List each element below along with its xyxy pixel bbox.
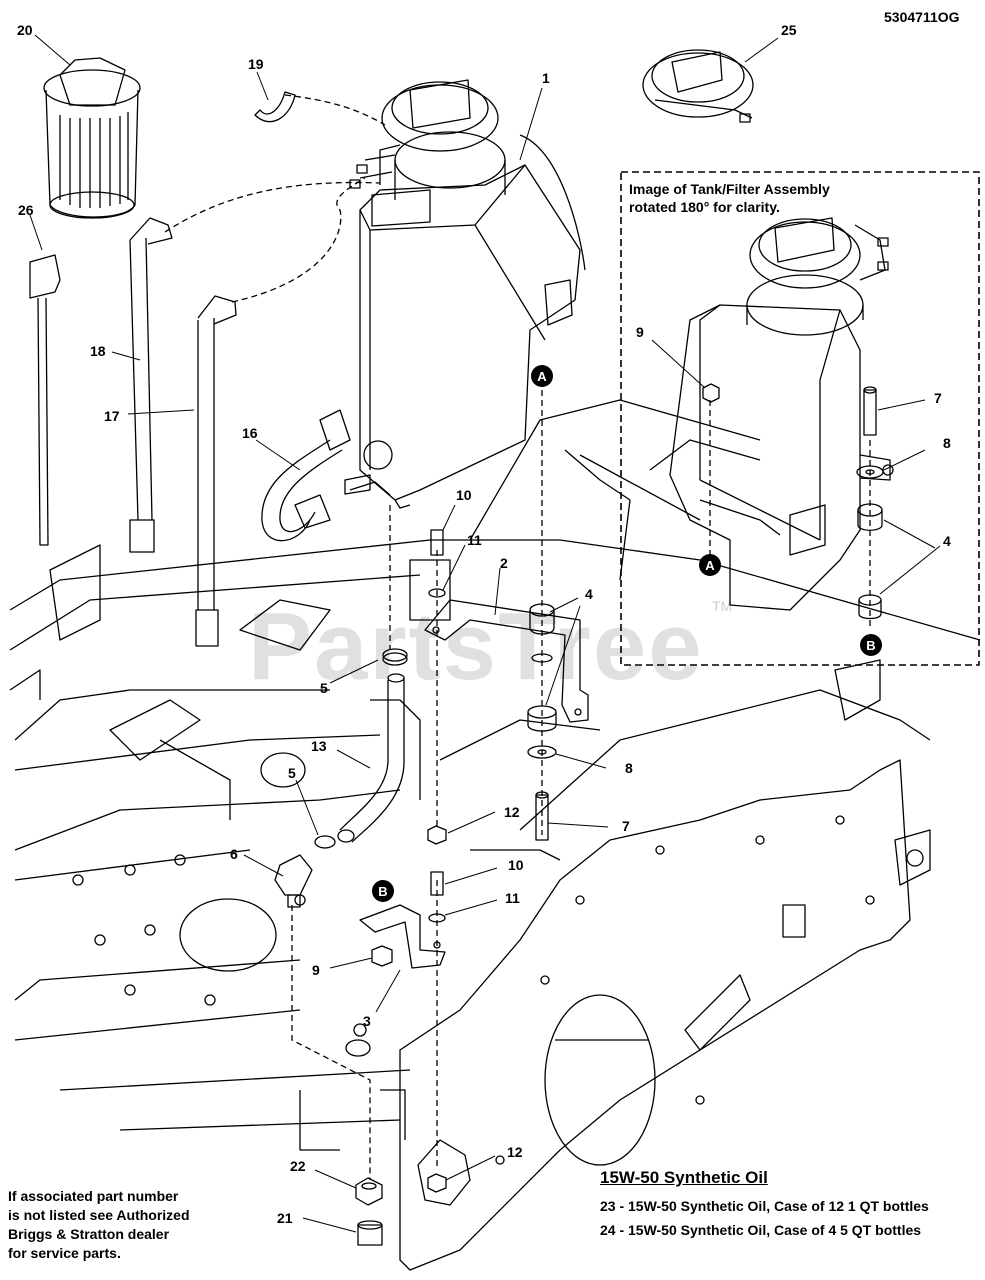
nuts-12 [417, 825, 471, 1206]
callout-17: 17 [104, 408, 120, 424]
service-footnote: If associated part number is not listed … [8, 1187, 190, 1263]
svg-text:B: B [866, 638, 875, 653]
tank-cap [642, 49, 754, 123]
marker-a-insert: A [699, 554, 721, 576]
cap-21 [357, 1220, 383, 1246]
callout-22: 22 [290, 1158, 306, 1174]
washers-11 [428, 588, 446, 923]
chassis-frame [9, 399, 981, 1271]
insert-tank [669, 217, 894, 611]
footnote-line1: If associated part number [8, 1188, 179, 1204]
watermark-tm: TM [712, 598, 733, 614]
oil-line-24: 24 - 15W-50 Synthetic Oil, Case of 4 5 Q… [600, 1222, 922, 1238]
footnote-line2: is not listed see Authorized [8, 1207, 190, 1223]
callout-6: 6 [230, 846, 238, 862]
callout-19: 19 [248, 56, 264, 72]
callout-9-insert: 9 [636, 324, 644, 340]
oil-heading: 15W-50 Synthetic Oil [600, 1168, 768, 1187]
callout-7-main: 7 [622, 818, 630, 834]
svg-text:B: B [378, 884, 387, 899]
callout-11-bottom: 11 [505, 890, 520, 906]
callout-8-main: 8 [625, 760, 633, 776]
marker-a-main: A [531, 365, 553, 387]
hose-18 [129, 217, 173, 553]
marker-b-main: B [372, 880, 394, 902]
insert-caption-line1: Image of Tank/Filter Assembly [629, 181, 830, 197]
bolts-10 [430, 529, 444, 896]
dipstick [29, 254, 61, 546]
callout-3: 3 [363, 1013, 371, 1029]
callout-2: 2 [500, 555, 508, 571]
footnote-line3: Briggs & Stratton dealer [8, 1226, 170, 1242]
callout-1: 1 [542, 70, 550, 86]
callout-9-main: 9 [312, 962, 320, 978]
clamps [314, 648, 408, 849]
callout-11-top: 11 [467, 532, 482, 548]
callout-13: 13 [311, 738, 327, 754]
nut-9 [371, 945, 393, 967]
footnote-line4: for service parts. [8, 1245, 121, 1261]
bracket-2 [424, 599, 589, 723]
callout-12-bottom: 12 [507, 1144, 523, 1160]
watermark: PartsTree [248, 593, 704, 700]
callout-26: 26 [18, 202, 34, 218]
callout-5-top: 5 [320, 680, 328, 696]
insert-box [620, 171, 980, 666]
elbow-fitting [274, 854, 313, 908]
hydraulic-tank [344, 79, 586, 509]
insert-caption-line2: rotated 180° for clarity. [629, 199, 780, 215]
svg-text:A: A [705, 558, 715, 573]
callout-4-insert: 4 [943, 533, 951, 549]
callout-4-main: 4 [585, 586, 593, 602]
bolt-7 [535, 791, 549, 841]
washer-8 [527, 745, 557, 759]
hose-17 [195, 295, 237, 647]
bracket-3 [359, 904, 446, 969]
svg-text:A: A [537, 369, 547, 384]
callout-21: 21 [277, 1210, 293, 1226]
callout-7-insert: 7 [934, 390, 942, 406]
reference-markers: A A B B [372, 365, 882, 902]
assembly-lines [164, 94, 871, 1180]
callout-20: 20 [17, 22, 33, 38]
oil-line-23: 23 - 15W-50 Synthetic Oil, Case of 12 1 … [600, 1198, 929, 1214]
hose-16 [261, 409, 351, 542]
callout-12-top: 12 [504, 804, 520, 820]
callout-16: 16 [242, 425, 258, 441]
fitting-22 [355, 1177, 383, 1206]
callout-10-top: 10 [456, 487, 472, 503]
callout-25: 25 [781, 22, 797, 38]
callout-18: 18 [90, 343, 106, 359]
callout-10-bottom: 10 [508, 857, 524, 873]
insert-fasteners [702, 383, 884, 620]
insert-caption: Image of Tank/Filter Assembly rotated 18… [629, 180, 830, 216]
marker-b-insert: B [860, 634, 882, 656]
callout-5-bottom: 5 [288, 765, 296, 781]
hydraulic-filter [43, 57, 141, 219]
document-code: 5304711OG [884, 9, 960, 25]
leader-lines [29, 34, 941, 1233]
tube-13 [337, 673, 405, 843]
hose-clip [254, 91, 296, 123]
callout-8-insert: 8 [943, 435, 951, 451]
